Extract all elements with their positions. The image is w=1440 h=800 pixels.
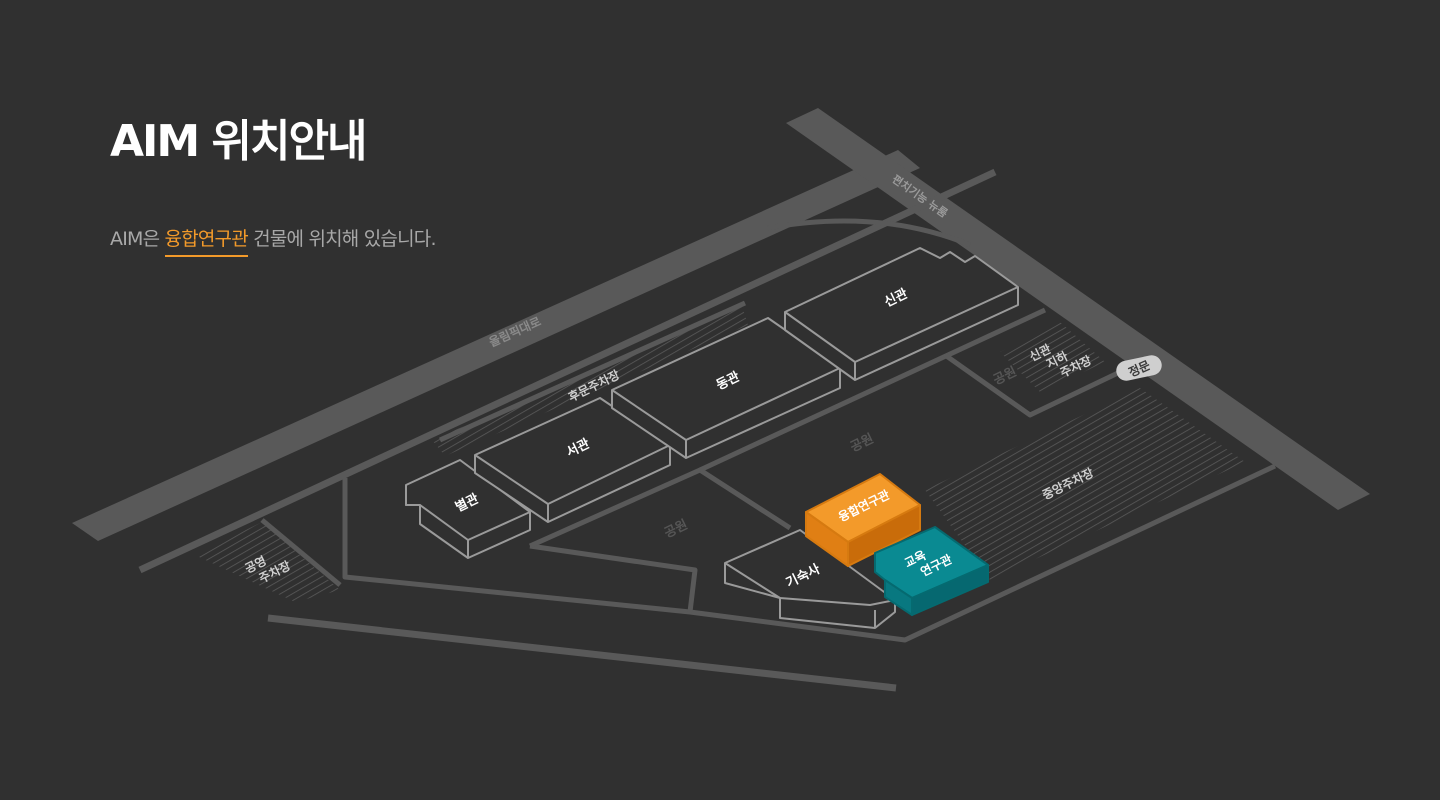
location-description: AIM은 융합연구관 건물에 위치해 있습니다. bbox=[110, 224, 436, 257]
buildings bbox=[405, 247, 1019, 629]
park-label-1: 공원 bbox=[991, 364, 1019, 388]
park-label-3: 공원 bbox=[662, 517, 690, 541]
building-singwan[interactable] bbox=[784, 247, 1019, 381]
back-parking-area bbox=[432, 306, 748, 456]
building-education-research[interactable] bbox=[874, 526, 989, 616]
description-suffix: 건물에 위치해 있습니다. bbox=[247, 228, 436, 250]
cross-road bbox=[786, 108, 1370, 510]
building-yunghap[interactable] bbox=[805, 473, 921, 567]
parking-areas bbox=[195, 306, 1245, 602]
building-byeolgwan[interactable] bbox=[405, 459, 531, 559]
secondary-road-top bbox=[138, 168, 997, 574]
road-back-lot bbox=[438, 300, 747, 443]
highlight-building-link[interactable]: 융합연구관 bbox=[164, 228, 249, 257]
road-left-spur bbox=[260, 518, 342, 587]
underground-parking-area bbox=[1000, 322, 1105, 392]
page-title: AIM 위치안내 bbox=[110, 116, 367, 167]
main-gate-marker[interactable]: 정문 bbox=[1114, 353, 1163, 382]
building-seogwan[interactable] bbox=[474, 397, 671, 523]
campus-roads bbox=[260, 218, 1277, 643]
road-curve-top bbox=[767, 218, 971, 248]
road-singwan-side bbox=[943, 352, 1122, 418]
bottom-road bbox=[267, 614, 897, 692]
road-center bbox=[529, 543, 698, 613]
park-label-2: 공원 bbox=[848, 431, 876, 455]
description-prefix: AIM은 bbox=[110, 228, 165, 250]
major-roads bbox=[72, 108, 1370, 692]
public-parking-area bbox=[195, 522, 340, 602]
road-right-mid bbox=[698, 307, 1047, 473]
main-road bbox=[72, 150, 920, 541]
building-donggwan[interactable] bbox=[611, 317, 841, 459]
central-parking-area bbox=[925, 388, 1245, 580]
